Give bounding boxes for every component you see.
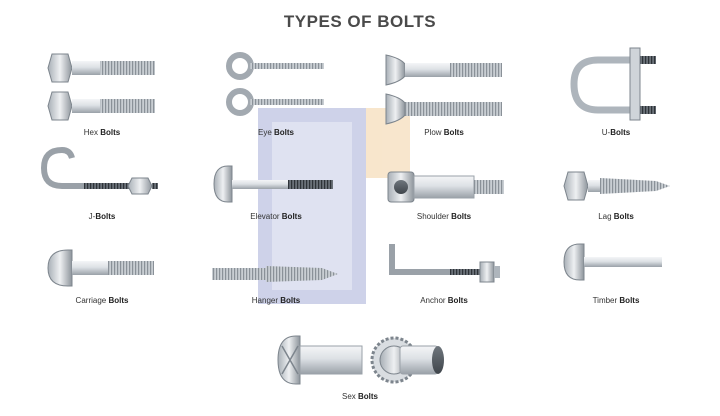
caption-timber-bolts: Timber Bolts [592,296,640,305]
timber-bolt-illustration [563,243,662,281]
caption-lag-bolts: Lag Bolts [598,212,634,221]
caption-sex-bolts: Sex Bolts [341,392,378,401]
page-title: TYPES OF BOLTS [283,12,437,31]
caption-shoulder-bolts: Shoulder Bolts [416,212,472,221]
caption-carriage-bolts: Carriage Bolts [75,296,129,305]
lag-bolt-illustration [563,171,670,201]
caption-plow-bolts: Plow Bolts [424,128,464,137]
caption-j-bolts: J-Bolts [88,212,116,221]
caption-eye-bolts: Eye Bolts [257,128,294,137]
caption-anchor-bolts: Anchor Bolts [420,296,468,305]
shoulder-bolt-illustration [387,171,504,203]
j-bolt-illustration [40,146,158,195]
carriage-bolt-illustration [47,249,154,287]
caption-u-bolts: U-Bolts [601,128,631,137]
caption-hex-bolts: Hex Bolts [83,128,121,137]
eye-bolt-illustration [226,52,324,116]
u-bolt-illustration [570,47,656,121]
hex-bolt-illustration [47,53,155,121]
caption-elevator-bolts: Elevator Bolts [250,212,302,221]
hanger-bolt-illustration [212,266,338,282]
sex-bolt-illustration [277,335,444,385]
elevator-bolt-illustration [213,165,333,203]
anchor-bolt-illustration [389,244,500,283]
caption-hanger-bolts: Hanger Bolts [251,296,301,305]
plow-bolt-illustration [385,54,502,125]
